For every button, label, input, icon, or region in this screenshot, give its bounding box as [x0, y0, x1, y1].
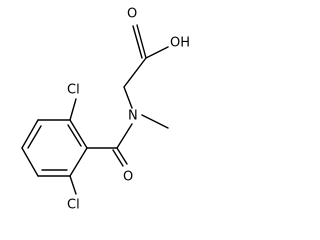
bond-ring-cl-top	[69, 98, 77, 121]
atom-chlorine-top: Cl	[67, 83, 80, 98]
ring-bond-6	[69, 147, 88, 177]
bond-ring-cl-bottom	[69, 175, 77, 195]
amine-bonds	[116, 86, 169, 149]
carboxylic-acid-group	[123, 24, 169, 88]
bond-c-o-double-2	[132, 25, 143, 59]
molecule-drawing: O OH N O Cl Cl	[21, 7, 190, 213]
bond-c-o-double-1	[136, 24, 147, 59]
ring-bond-3	[21, 119, 39, 149]
amide-carbonyl	[86, 147, 128, 167]
atom-oxygen-amide: O	[123, 170, 133, 185]
benzene-ring	[21, 119, 88, 177]
bond-amide-c-o-1	[116, 147, 128, 165]
bond-ch2-n	[123, 86, 133, 109]
ring-bond-4	[21, 147, 39, 177]
atom-oxygen-acid: O	[127, 7, 137, 22]
bond-c-oh	[145, 46, 169, 59]
structure-diagram: O OH N O Cl Cl	[21, 7, 190, 213]
bond-amide-c-o-2	[112, 149, 124, 167]
ring-bond-1-inner	[67, 124, 82, 147]
ring-bond-1	[69, 119, 88, 149]
atom-hydroxyl: OH	[170, 36, 190, 51]
atom-chlorine-bottom: Cl	[67, 198, 80, 213]
bond-n-carbonyl	[116, 123, 133, 149]
bond-ch2-cooh	[123, 57, 147, 88]
ring-bond-3-inner	[27, 125, 42, 149]
atom-nitrogen: N	[128, 109, 138, 124]
chlorine-bonds	[69, 98, 77, 195]
bond-n-methyl	[141, 114, 169, 129]
